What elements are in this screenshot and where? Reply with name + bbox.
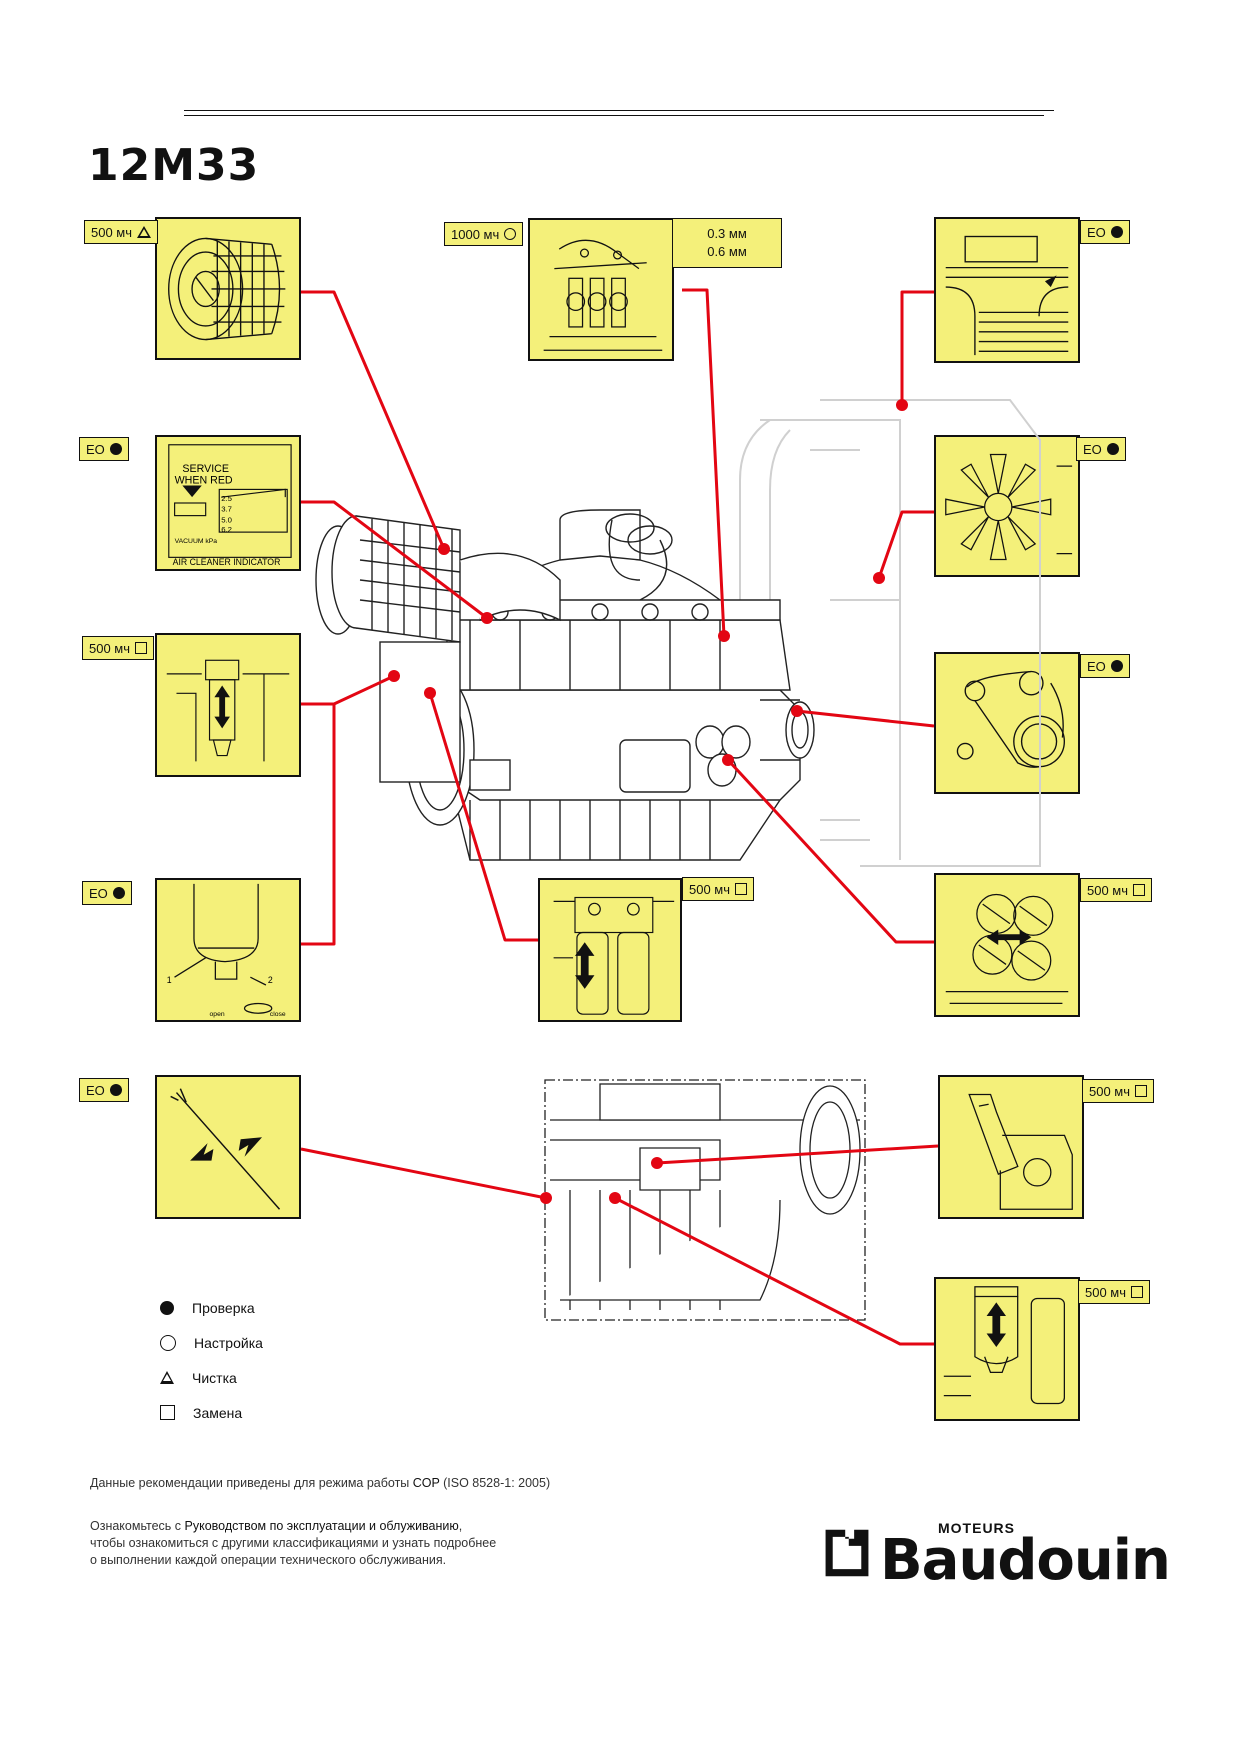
oil-filters-icon: [945, 893, 1069, 1004]
legend-label: Проверка: [192, 1299, 255, 1316]
fan-panel: [934, 435, 1080, 577]
brand-sub: MOTEURS: [938, 1520, 1015, 1536]
check-symbol-icon: [1110, 226, 1123, 238]
indicator-caption: AIR CLEANER INDICATOR: [173, 557, 281, 567]
legend: Проверка Настройка Чистка Замена: [160, 1290, 263, 1430]
radiator-cap-icon: [945, 235, 1069, 356]
lower-engine-view: [544, 1079, 866, 1321]
legend-label: Замена: [193, 1404, 243, 1421]
separator-label-open: open: [210, 1011, 225, 1018]
separator-label-1: 1: [167, 975, 172, 985]
separator-label-2: 2: [268, 975, 273, 985]
breather-icon: [968, 1093, 1073, 1210]
air-restriction-indicator-panel: SERVICE WHEN RED 2.5 3.7 5.0 6.2 VACUUM …: [155, 435, 301, 571]
replace-symbol-icon: [1131, 1286, 1144, 1298]
replace-symbol-icon: [735, 883, 748, 895]
adjust-symbol-icon: [160, 1334, 176, 1351]
indicator-service-text-2: WHEN RED: [175, 475, 233, 487]
fan-interval-tag: EO: [1076, 437, 1126, 461]
adjust-symbol-icon: [504, 228, 517, 240]
centrifuge-panel: [934, 1277, 1080, 1421]
indicator-scale-2: 3.7: [221, 505, 232, 514]
indicator-service-text-1: SERVICE: [182, 463, 229, 475]
check-symbol-icon: [109, 1084, 122, 1096]
indicator-scale-1: 2.5: [221, 494, 232, 503]
engine-air-filters: [315, 515, 561, 783]
check-symbol-icon: [109, 443, 122, 455]
brand-logo: MOTEURS Baudouin: [822, 1518, 1171, 1598]
manual-link[interactable]: Руководством по эксплуатации и облуживан…: [184, 1519, 459, 1533]
coolant-level-panel: [934, 217, 1080, 363]
dipstick-panel: [155, 1075, 301, 1219]
manual-reference-note: Ознакомьтесь с Руководством по эксплуата…: [90, 1519, 497, 1567]
check-symbol-icon: [160, 1300, 174, 1315]
fan-icon: [945, 453, 1073, 561]
top-rule: [184, 110, 1054, 111]
belt-interval-tag: EO: [1080, 654, 1130, 678]
brand-mark-icon: [825, 1529, 869, 1577]
replace-symbol-icon: [135, 642, 148, 654]
fuel-filters-interval-tag: 500 мч: [682, 877, 755, 901]
valve-clearance-panel: [528, 218, 674, 361]
water-separator-interval-tag: EO: [82, 881, 132, 905]
water-separator-panel: 1 2 open close: [155, 878, 301, 1022]
engine-block: [405, 509, 815, 861]
air-filter-interval-tag: 500 мч: [84, 220, 159, 244]
water-separator-icon: 1 2 open close: [167, 883, 286, 1018]
breather-interval-tag: 500 мч: [1082, 1079, 1155, 1103]
separator-label-close: close: [270, 1011, 286, 1018]
air-filter-panel: [155, 217, 301, 360]
oil-filters-interval-tag: 500 мч: [1080, 878, 1153, 902]
replace-symbol-icon: [160, 1405, 175, 1420]
air-indicator-interval-tag: EO: [79, 437, 129, 461]
valve-clearance-values: 0.3 мм 0.6 мм: [672, 218, 782, 268]
valve-clearance-interval-tag: 1000 мч: [444, 222, 524, 246]
check-symbol-icon: [1110, 660, 1123, 672]
dipstick-interval-tag: EO: [79, 1078, 129, 1102]
fuel-filters-panel: [538, 878, 682, 1022]
fuel-filters-icon: [553, 896, 675, 1015]
legend-item-clean: Чистка: [160, 1360, 263, 1395]
replace-symbol-icon: [1133, 884, 1146, 896]
legend-label: Чистка: [192, 1369, 237, 1386]
belt-drive-icon: [956, 670, 1066, 768]
air-filter-icon: [168, 237, 286, 341]
exhaust-clearance: 0.6 мм: [707, 244, 747, 259]
brand-name: Baudouin: [880, 1528, 1171, 1593]
fuel-prefilter-icon: [166, 659, 290, 762]
clean-symbol-icon: [137, 226, 152, 238]
fuel-prefilter-panel: [155, 633, 301, 777]
coolant-interval-tag: EO: [1080, 220, 1130, 244]
check-symbol-icon: [112, 887, 125, 899]
check-symbol-icon: [1106, 443, 1119, 455]
clean-symbol-icon: [160, 1371, 174, 1384]
leader-dots: [388, 399, 908, 1204]
mode-cop: COP: [412, 1476, 440, 1490]
air-indicator-gauge-icon: SERVICE WHEN RED 2.5 3.7 5.0 6.2 VACUUM …: [168, 444, 292, 567]
intake-clearance: 0.3 мм: [707, 226, 747, 241]
belt-panel: [934, 652, 1080, 794]
replace-symbol-icon: [1135, 1085, 1148, 1097]
indicator-scale-4: 6.2: [221, 525, 232, 534]
page-title: 12M33: [88, 140, 260, 191]
indicator-vacuum-label: VACUUM kPa: [175, 538, 218, 545]
legend-item-check: Проверка: [160, 1290, 263, 1325]
legend-item-replace: Замена: [160, 1395, 263, 1430]
breather-panel: [938, 1075, 1084, 1219]
leader-lines: [300, 288, 939, 1346]
dipstick-icon: [170, 1088, 281, 1210]
centrifuge-icon: [943, 1286, 1065, 1405]
oil-filters-panel: [934, 873, 1080, 1017]
centrifuge-interval-tag: 500 мч: [1078, 1280, 1151, 1304]
legend-label: Настройка: [194, 1334, 263, 1351]
indicator-scale-3: 5.0: [221, 515, 232, 524]
top-rule-second: [184, 115, 1044, 116]
valve-rocker-icon: [543, 239, 663, 351]
operating-mode-note: Данные рекомендации приведены для режима…: [90, 1476, 551, 1490]
fuel-prefilter-interval-tag: 500 мч: [82, 636, 155, 660]
legend-item-adjust: Настройка: [160, 1325, 263, 1360]
